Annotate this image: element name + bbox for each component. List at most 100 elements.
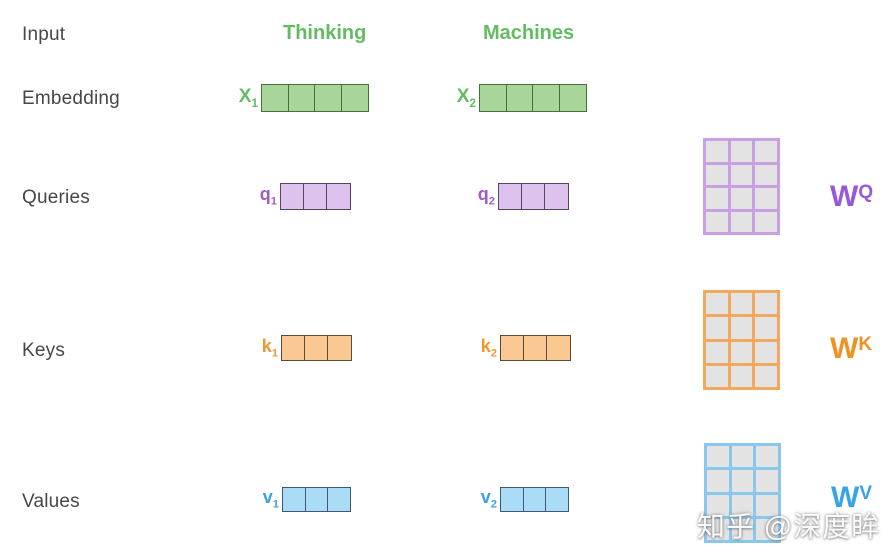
matrix-cell [730,365,753,387]
matrix-cell [755,341,777,363]
matrix-cell [731,470,754,492]
vector-cell [280,183,305,210]
vector-cell [498,183,523,210]
matrix-cell [706,365,728,387]
vector-cell [303,183,328,210]
vector-label-x1: X1 [238,85,258,110]
vector-cell [326,183,351,210]
vector-cells-k1 [281,335,352,361]
vector-cell [287,84,316,112]
matrix-cell [755,293,777,315]
input-word-machines: Machines [483,22,575,44]
matrix-cell [707,494,729,516]
vector-cells-k2 [500,335,571,361]
matrix-cell [706,211,728,232]
vector-cells-x1 [261,84,369,112]
matrix-label-wq: WQ [830,180,874,213]
value-vector-v1: v1 [251,487,351,512]
matrix-cell [706,141,728,162]
matrix-label-wv: WV [831,481,873,514]
matrix-cell [755,141,777,162]
matrix-cell [756,470,778,492]
matrix-cell [731,494,754,516]
vector-cell [545,487,569,512]
matrix-cell [730,141,753,162]
matrix-cell [707,446,729,468]
vector-cell [327,335,352,361]
key-vector-k2: k2 [469,335,571,361]
vector-cell [532,84,560,112]
matrix-cell [706,341,728,363]
matrix-cell [730,211,753,232]
row-label-queries: Queries [22,187,90,208]
vector-cell [479,84,507,112]
vector-cell [261,84,289,112]
vector-cell [340,84,369,112]
query-vector-q1: q1 [249,183,351,210]
input-word-thinking: Thinking [283,22,367,44]
matrix-cell [755,211,777,232]
zhihu-watermark: 知乎 @深度眸 [697,511,881,542]
query-vector-q2: q2 [467,183,569,210]
key-vector-k1: k1 [250,335,352,361]
matrix-cell [756,494,778,516]
vector-cell [500,335,525,361]
vector-cell [522,487,547,512]
value-vector-v2: v2 [469,487,569,512]
vector-cell [544,183,569,210]
matrix-cell [755,164,777,185]
vector-cells-v2 [500,487,569,512]
matrix-cell [706,164,728,185]
matrix-cell [706,188,728,209]
vector-cell [314,84,342,112]
matrix-cell [755,365,777,387]
embedding-vector-x2: X2 [448,84,587,112]
vector-cells-x2 [479,84,587,112]
matrix-label-wk: WK [830,332,873,365]
weight-matrix-wq [703,138,780,235]
vector-cell [304,335,329,361]
vector-cells-v1 [282,487,351,512]
vector-label-x2: X2 [456,85,476,110]
vector-cell [521,183,546,210]
vector-label-k2: k2 [480,335,497,360]
vector-cells-q2 [498,183,569,210]
row-label-keys: Keys [22,340,66,361]
vector-label-q2: q2 [477,184,495,208]
matrix-cell [756,518,778,540]
matrix-cell [731,446,754,468]
vector-label-q1: q1 [259,184,277,208]
vector-cell [523,335,548,361]
matrix-cell [706,317,728,339]
vector-cell [304,487,329,512]
matrix-cell [731,518,754,540]
matrix-cell [756,446,778,468]
vector-cell [327,487,351,512]
vector-cell [558,84,587,112]
row-label-embedding: Embedding [22,88,120,109]
vector-cell [505,84,534,112]
vector-cell [281,335,306,361]
matrix-cell [755,188,777,209]
row-label-values: Values [22,491,80,512]
embedding-vector-x1: X1 [230,84,369,112]
matrix-cell [755,317,777,339]
matrix-cell [730,341,753,363]
vector-cell [546,335,571,361]
weight-matrix-wv [704,443,781,543]
vector-label-v2: v2 [480,487,497,511]
vector-cell [282,487,306,512]
matrix-cell [730,293,753,315]
weight-matrix-wk [703,290,780,390]
vector-label-k1: k1 [261,335,278,360]
matrix-cell [730,188,753,209]
row-label-input: Input [22,24,66,45]
vector-cell [500,487,524,512]
matrix-cell [706,293,728,315]
matrix-cell [707,518,729,540]
matrix-cell [730,317,753,339]
vector-cells-q1 [280,183,351,210]
matrix-cell [707,470,729,492]
matrix-cell [730,164,753,185]
